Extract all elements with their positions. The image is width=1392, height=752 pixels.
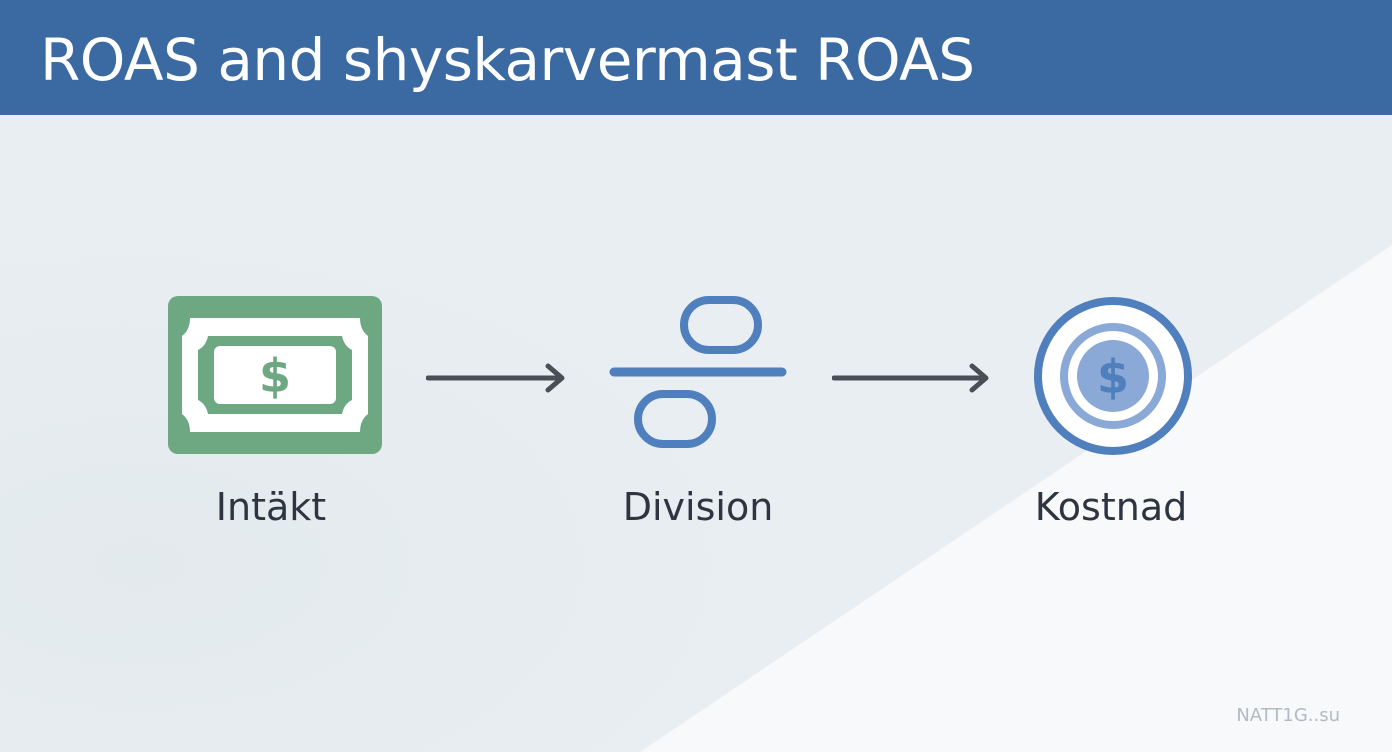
- cost-label: Kostnad: [1034, 485, 1188, 529]
- page-title: ROAS and shyskarvermast ROAS: [40, 26, 975, 94]
- watermark: NATT1G..su: [1236, 705, 1340, 726]
- revenue-node: $: [168, 296, 382, 454]
- arrow-icon: [426, 363, 565, 393]
- division-node: [608, 296, 788, 450]
- coin-icon: $: [1034, 297, 1192, 455]
- currency-symbol: $: [1097, 350, 1129, 404]
- cost-node: $: [1032, 296, 1194, 458]
- currency-symbol: $: [259, 349, 291, 403]
- revenue-label: Intäkt: [215, 485, 327, 529]
- arrow-icon: [832, 363, 989, 393]
- division-label: Division: [622, 485, 774, 529]
- header-bar: ROAS and shyskarvermast ROAS: [0, 0, 1392, 115]
- division-icon: [609, 296, 787, 448]
- banknote-icon: $: [168, 296, 382, 454]
